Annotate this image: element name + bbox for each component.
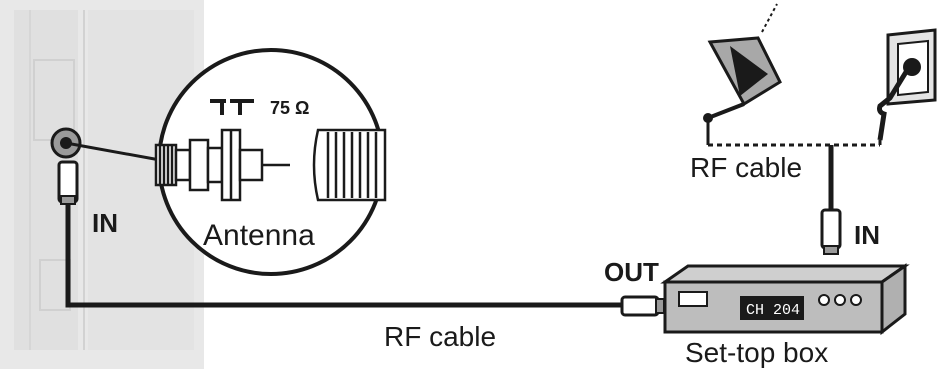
stb-out-plug xyxy=(622,297,664,315)
rf-cable-bottom-label: RF cable xyxy=(384,321,496,352)
stb-button-3 xyxy=(851,295,861,305)
stb-display-text: CH 204 xyxy=(746,302,800,319)
wall-outlet-icon xyxy=(880,30,936,140)
stb-button-1 xyxy=(819,295,829,305)
magnifier-circle: 75 Ω Antenna xyxy=(156,50,385,274)
cable-end xyxy=(314,130,385,200)
satellite-dish-icon xyxy=(703,4,780,123)
antenna-label: Antenna xyxy=(203,219,315,252)
set-top-box-label: Set-top box xyxy=(685,337,828,368)
impedance-label: 75 Ω xyxy=(270,98,309,118)
stb-out-label: OUT xyxy=(604,257,659,287)
rf-cable-top-label: RF cable xyxy=(690,152,802,183)
stb-button-2 xyxy=(835,295,845,305)
tv-side-plug xyxy=(59,162,77,204)
stb-in-label: IN xyxy=(854,220,880,250)
set-top-box: CH 204 xyxy=(665,266,905,332)
stb-in-plug xyxy=(822,210,840,254)
tv-in-label: IN xyxy=(92,208,118,238)
